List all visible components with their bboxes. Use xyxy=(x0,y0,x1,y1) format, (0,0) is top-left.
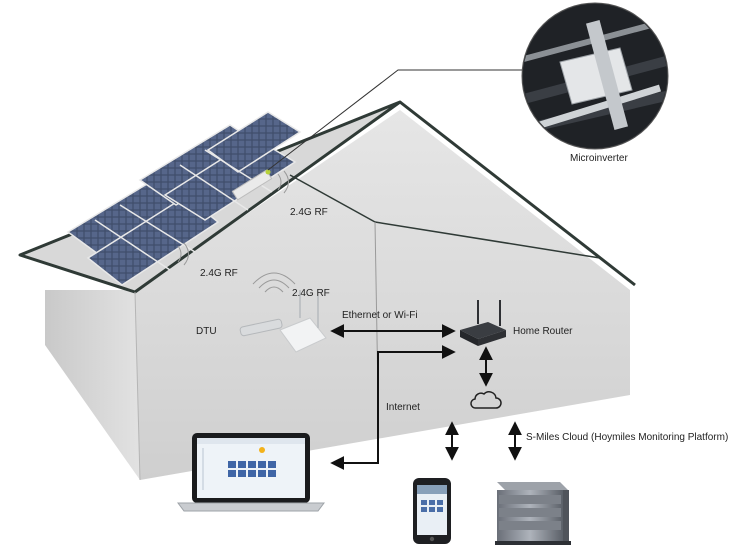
microinverter-label: Microinverter xyxy=(570,153,628,164)
home-router-label: Home Router xyxy=(513,326,573,337)
rf-label-left: 2.4G RF xyxy=(200,268,238,279)
rf-label-dtu: 2.4G RF xyxy=(292,288,330,299)
router-icon xyxy=(460,300,506,346)
dtu-label: DTU xyxy=(196,326,217,337)
server-icon xyxy=(495,482,571,545)
ethernet-label: Ethernet or Wi-Fi xyxy=(342,310,418,321)
laptop-icon xyxy=(177,433,325,512)
solar-panel-icon xyxy=(66,111,302,286)
wall-edge-2 xyxy=(134,291,141,481)
microinverter-photo-icon xyxy=(521,2,669,150)
roof-ridge-right xyxy=(399,100,636,287)
house-front-wall xyxy=(135,110,630,480)
dtu-device-icon xyxy=(239,290,327,353)
roof-inner-line-2 xyxy=(374,221,601,259)
cloud-label: S-Miles Cloud (Hoymiles Monitoring Platf… xyxy=(526,432,729,443)
house-side-wall xyxy=(45,290,140,480)
callout-line xyxy=(267,69,523,171)
internet-arrow xyxy=(330,345,456,470)
rf-label-upper: 2.4G RF xyxy=(290,207,328,218)
smartphone-icon xyxy=(413,478,451,544)
cloud-icon xyxy=(470,391,502,409)
rf-wave-icon xyxy=(177,170,296,293)
roof-inner-line xyxy=(289,174,376,223)
internet-label: Internet xyxy=(386,402,420,413)
